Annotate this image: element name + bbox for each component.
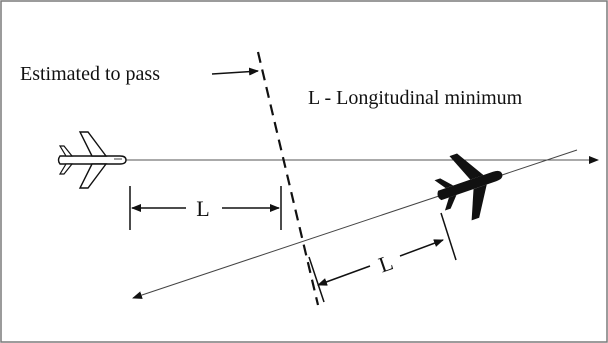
lower-dimension-right-arrow xyxy=(399,239,444,257)
estimated-pass-dashed-line xyxy=(256,51,320,306)
black-airplane-icon xyxy=(434,153,503,221)
estimated-pointer-arrow xyxy=(211,67,259,76)
lower-dimension-left-arrow xyxy=(317,265,371,286)
lower-track-line xyxy=(132,149,578,299)
lower-dimension-left-tick xyxy=(308,256,325,303)
longitudinal-minimum-legend: L - Longitudinal minimum xyxy=(308,87,523,109)
white-airplane-icon xyxy=(57,131,127,189)
lower-dimension-right-tick xyxy=(440,212,457,261)
estimated-to-pass-label: Estimated to pass xyxy=(20,63,160,85)
upper-l-label: L xyxy=(196,196,209,221)
